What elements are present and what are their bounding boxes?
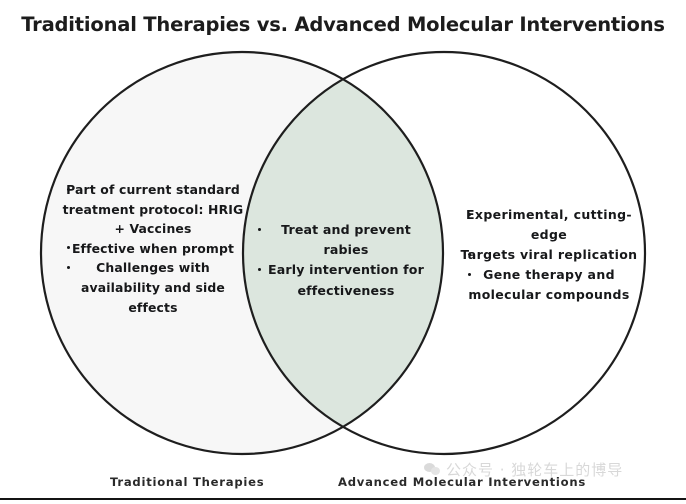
list-item: Effective when prompt bbox=[58, 239, 248, 259]
bullet-dot-icon bbox=[468, 272, 471, 276]
list-item: Part of current standard treatment proto… bbox=[58, 180, 248, 239]
right-circle-caption: Advanced Molecular Interventions bbox=[338, 475, 586, 489]
list-item-label: Challenges with availability and side ef… bbox=[81, 260, 225, 315]
bullet-dot-icon bbox=[258, 268, 261, 272]
list-item-label: Part of current standard treatment proto… bbox=[62, 182, 244, 237]
list-item-label: Effective when prompt bbox=[71, 240, 235, 256]
left-circle-outline bbox=[39, 50, 445, 456]
list-item: Gene therapy and molecular compounds bbox=[460, 265, 638, 305]
bullet-dot-icon bbox=[258, 227, 261, 231]
list-item-label: Experimental, cutting-edge bbox=[466, 207, 632, 242]
bullet-dot-icon bbox=[67, 187, 70, 191]
bullet-dot-icon bbox=[67, 246, 70, 250]
overlap-item-list: Treat and prevent rabies Early intervent… bbox=[258, 220, 434, 301]
left-circle-caption: Traditional Therapies bbox=[110, 475, 265, 489]
list-item: Early intervention for effectiveness bbox=[258, 260, 434, 300]
list-item: Targets viral replication bbox=[460, 245, 638, 265]
bullet-dot-icon bbox=[468, 252, 471, 256]
right-circle-outline bbox=[241, 50, 647, 456]
left-circle-item-list: Part of current standard treatment proto… bbox=[58, 180, 248, 317]
bullet-dot-icon bbox=[468, 212, 471, 216]
list-item: Challenges with availability and side ef… bbox=[58, 258, 248, 317]
list-item-label: Treat and prevent rabies bbox=[281, 222, 411, 258]
list-item-label: Targets viral replication bbox=[460, 247, 638, 262]
list-item-label: Early intervention for effectiveness bbox=[268, 262, 424, 298]
right-circle-item-list: Experimental, cutting-edge Targets viral… bbox=[460, 205, 638, 305]
overlap-region-fill bbox=[243, 52, 443, 454]
bottom-divider bbox=[0, 498, 686, 500]
list-item: Treat and prevent rabies bbox=[258, 220, 434, 260]
list-item: Experimental, cutting-edge bbox=[460, 205, 638, 245]
list-item-label: Gene therapy and molecular compounds bbox=[468, 267, 630, 302]
bullet-dot-icon bbox=[67, 266, 70, 270]
page-title: Traditional Therapies vs. Advanced Molec… bbox=[21, 13, 665, 36]
